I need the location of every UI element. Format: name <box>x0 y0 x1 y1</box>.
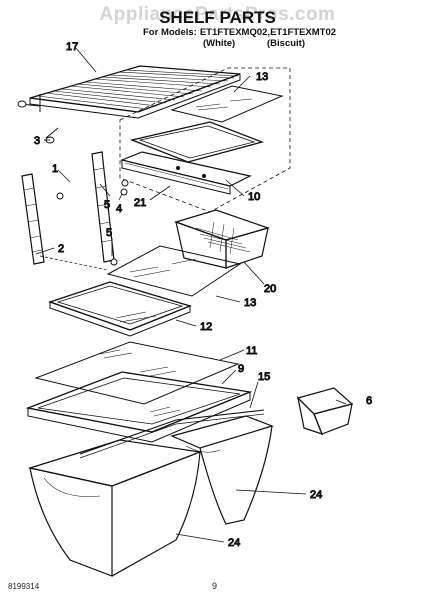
variant-white: (White) <box>203 38 236 49</box>
callout-1: 1 <box>52 163 58 175</box>
crisper-cover-frame <box>25 371 253 443</box>
variant-biscuit: (Biscuit) <box>267 38 305 49</box>
drawer-rail <box>120 151 252 195</box>
callout-2: 2 <box>58 243 64 255</box>
models-label: For Models: <box>143 27 197 38</box>
callout-13b: 13 <box>244 297 256 309</box>
model-number-white: ET1FTEXMQ02, <box>199 27 271 38</box>
callout-21: 21 <box>134 197 146 209</box>
document-number: 8199314 <box>8 582 40 591</box>
callout-12: 12 <box>200 321 212 333</box>
model-number-biscuit: ET1FTEXMT02 <box>270 27 337 38</box>
mounting-clip <box>120 179 129 196</box>
crisper-drawer-right <box>170 415 274 525</box>
page-title: SHELF PARTS <box>159 8 276 27</box>
glass-cover-upper <box>170 85 284 123</box>
glass-shelf-panel <box>106 245 242 297</box>
shelf-support-rails <box>21 151 118 271</box>
callout-24: 24 <box>310 489 322 501</box>
dashed-assembly-outline <box>119 67 291 213</box>
dairy-bin <box>296 387 354 435</box>
deli-drawer <box>174 209 270 269</box>
callout-17: 17 <box>66 41 78 53</box>
callout-24b: 24 <box>228 537 240 549</box>
callout-10: 10 <box>248 191 260 203</box>
callout-6: 6 <box>366 395 372 407</box>
callout-3: 3 <box>34 135 40 147</box>
crisper-drawer-left <box>27 439 203 577</box>
callout-5: 5 <box>104 199 110 211</box>
model-list: For Models:ET1FTEXMQ02,ET1FTEXMT02 (Whit… <box>143 27 337 49</box>
callout-9: 9 <box>238 363 244 375</box>
callout-20: 20 <box>264 283 276 295</box>
callout-13: 13 <box>256 71 268 83</box>
page-number: 9 <box>212 581 218 591</box>
callout-4: 4 <box>116 203 122 215</box>
crisper-cover-glass <box>34 341 240 405</box>
deli-drawer-frame <box>129 121 265 163</box>
callout-15: 15 <box>258 371 270 383</box>
wire-shelf <box>17 65 241 144</box>
callout-11: 11 <box>246 345 257 357</box>
watermark: AppliancePartsPros.com <box>99 4 336 25</box>
callout-5b: 5 <box>106 227 112 239</box>
framed-glass-shelf <box>47 281 192 337</box>
